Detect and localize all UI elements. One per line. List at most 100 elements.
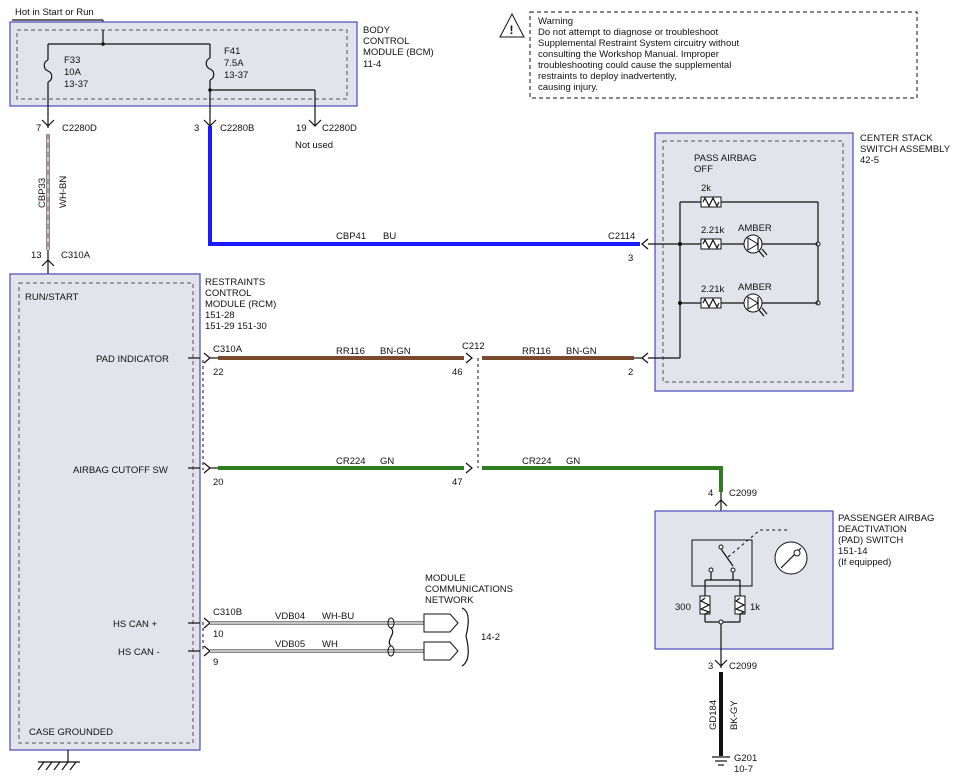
cbp41-circuit: CBP41 bbox=[336, 231, 366, 242]
cr224a-color: GN bbox=[380, 456, 394, 467]
rcm-run-start: RUN/START bbox=[25, 292, 79, 303]
c2114-conn: C2114 bbox=[608, 231, 635, 242]
pad-bottom-pin: 3 bbox=[708, 661, 713, 672]
res-300-label: 300 bbox=[675, 602, 691, 613]
bcm-conn-7: C2280D bbox=[62, 123, 97, 134]
fuse-f33-icon bbox=[43, 59, 53, 83]
ground-g201-icon bbox=[712, 756, 730, 766]
bcm-name-1: BODY bbox=[363, 25, 391, 36]
pad-switch-module bbox=[654, 510, 834, 650]
network-name-1: MODULE bbox=[425, 573, 466, 584]
wire-cr224-b bbox=[482, 466, 723, 492]
resistor-221k-icon bbox=[700, 238, 722, 250]
supply-label: Hot in Start or Run bbox=[15, 7, 94, 18]
c2099-bottom-arrow-icon bbox=[714, 659, 728, 667]
ground-ref: 10-7 bbox=[734, 764, 753, 775]
pad-switch-name-1: PASSENGER AIRBAG bbox=[838, 513, 934, 524]
pass-airbag-label-2: OFF bbox=[694, 164, 713, 175]
c212-top-arrow-icon bbox=[465, 352, 473, 364]
bcm-module bbox=[9, 21, 358, 107]
amber-led-icon bbox=[743, 234, 768, 258]
gd184-color: BK-GY bbox=[729, 700, 740, 730]
center-stack-ref: 42-5 bbox=[860, 155, 879, 166]
pad-switch-name-3: (PAD) SWITCH bbox=[838, 535, 903, 546]
bcm-pin-7: 7 bbox=[36, 123, 41, 134]
bcm-name-2: CONTROL bbox=[363, 36, 409, 47]
f41-ref: 13-37 bbox=[224, 70, 248, 81]
rr116b-circuit: RR116 bbox=[522, 346, 551, 357]
pad-bottom-conn: C2099 bbox=[729, 661, 757, 672]
amber-label-2: AMBER bbox=[738, 282, 772, 293]
rr116b-color: BN-GN bbox=[566, 346, 597, 357]
pin-9: 9 bbox=[213, 657, 218, 668]
rcm-name-2: CONTROL bbox=[205, 288, 251, 299]
pin-10-arrow-icon bbox=[203, 617, 211, 629]
pin-9-arrow-icon bbox=[203, 645, 211, 657]
not-used-label: Not used bbox=[295, 140, 333, 151]
rcm-signal-cutoff: AIRBAG CUTOFF SW bbox=[73, 465, 168, 476]
pin-22-arrow-icon bbox=[203, 352, 211, 364]
vdb04-circuit: VDB04 bbox=[275, 611, 305, 622]
network-connector-icon bbox=[423, 607, 469, 667]
pin-10: 10 bbox=[213, 629, 224, 640]
ground-id: G201 bbox=[734, 753, 757, 764]
resistor-2k-icon bbox=[700, 196, 722, 208]
f41-rating: 7.5A bbox=[224, 58, 244, 69]
rcm-name-1: RESTRAINTS bbox=[205, 277, 265, 288]
cr224b-color: GN bbox=[566, 456, 580, 467]
res-221k-label-1: 2.21k bbox=[701, 225, 724, 236]
center-stack-name-2: SWITCH ASSEMBLY bbox=[860, 144, 951, 155]
vdb04-color: WH-BU bbox=[322, 611, 354, 622]
pad-switch-name-2: DEACTIVATION bbox=[838, 524, 907, 535]
amber-led-icon bbox=[743, 293, 768, 317]
svg-text:!: ! bbox=[510, 23, 514, 37]
network-name-2: COMMUNICATIONS bbox=[425, 584, 513, 595]
pin-22: 22 bbox=[213, 367, 224, 378]
warning-line-1: Do not attempt to diagnose or troublesho… bbox=[538, 27, 718, 38]
vdb05-color: WH bbox=[322, 639, 338, 650]
cbp41-color: BU bbox=[383, 231, 396, 242]
rcm-signal-can-plus: HS CAN + bbox=[113, 619, 158, 630]
c212-label: C212 bbox=[462, 341, 485, 352]
c2114-arrow-icon bbox=[641, 238, 649, 250]
rr116a-color: BN-GN bbox=[380, 346, 411, 357]
fuse-f41-icon bbox=[205, 57, 215, 81]
warning-line-5: restraints to deploy inadvertently, bbox=[538, 71, 677, 82]
center-stack-module bbox=[654, 132, 854, 392]
resistor-1k-icon bbox=[734, 595, 746, 615]
resistor-300-icon bbox=[699, 595, 711, 615]
f33-ref: 13-37 bbox=[64, 79, 88, 90]
c212-bottom-arrow-icon bbox=[465, 462, 473, 474]
res-221k-label-2: 2.21k bbox=[701, 284, 724, 295]
bcm-pin-3: 3 bbox=[194, 123, 199, 134]
amber-label-1: AMBER bbox=[738, 223, 772, 234]
bcm-pin-19: 19 bbox=[296, 123, 307, 134]
pad-top-conn: C2099 bbox=[729, 488, 757, 499]
pin-7-arrow-icon bbox=[41, 119, 55, 127]
rcm-top-conn: C310A bbox=[61, 250, 91, 261]
vdb05-circuit: VDB05 bbox=[275, 639, 305, 650]
warning-line-3: consulting the Workshop Manual. Improper bbox=[538, 49, 719, 60]
warning-line-6: causing injury. bbox=[538, 82, 598, 93]
wire-cbp41 bbox=[208, 126, 640, 246]
f33-rating: 10A bbox=[64, 67, 82, 78]
network-name-3: NETWORK bbox=[425, 595, 474, 606]
resistor-221k-icon bbox=[700, 297, 722, 309]
c310a-label: C310A bbox=[213, 344, 243, 355]
cr224b-circuit: CR224 bbox=[522, 456, 552, 467]
cr224a-circuit: CR224 bbox=[336, 456, 366, 467]
key-lock-icon bbox=[774, 541, 808, 575]
rcm-case: CASE GROUNDED bbox=[29, 727, 113, 738]
pin-19-arrow-icon bbox=[308, 119, 322, 127]
warning-line-4: troubleshooting could cause the suppleme… bbox=[538, 60, 731, 71]
rcm-signal-can-minus: HS CAN - bbox=[118, 647, 160, 658]
pin-20: 20 bbox=[213, 477, 224, 488]
pin-20-arrow-icon bbox=[203, 462, 211, 474]
rcm-module bbox=[9, 273, 201, 751]
rcm-top-pin: 13 bbox=[31, 250, 42, 261]
c2114-pin: 3 bbox=[628, 253, 633, 264]
f33-id: F33 bbox=[64, 55, 80, 66]
bcm-ref: 11-4 bbox=[363, 59, 381, 70]
f41-id: F41 bbox=[224, 46, 240, 57]
